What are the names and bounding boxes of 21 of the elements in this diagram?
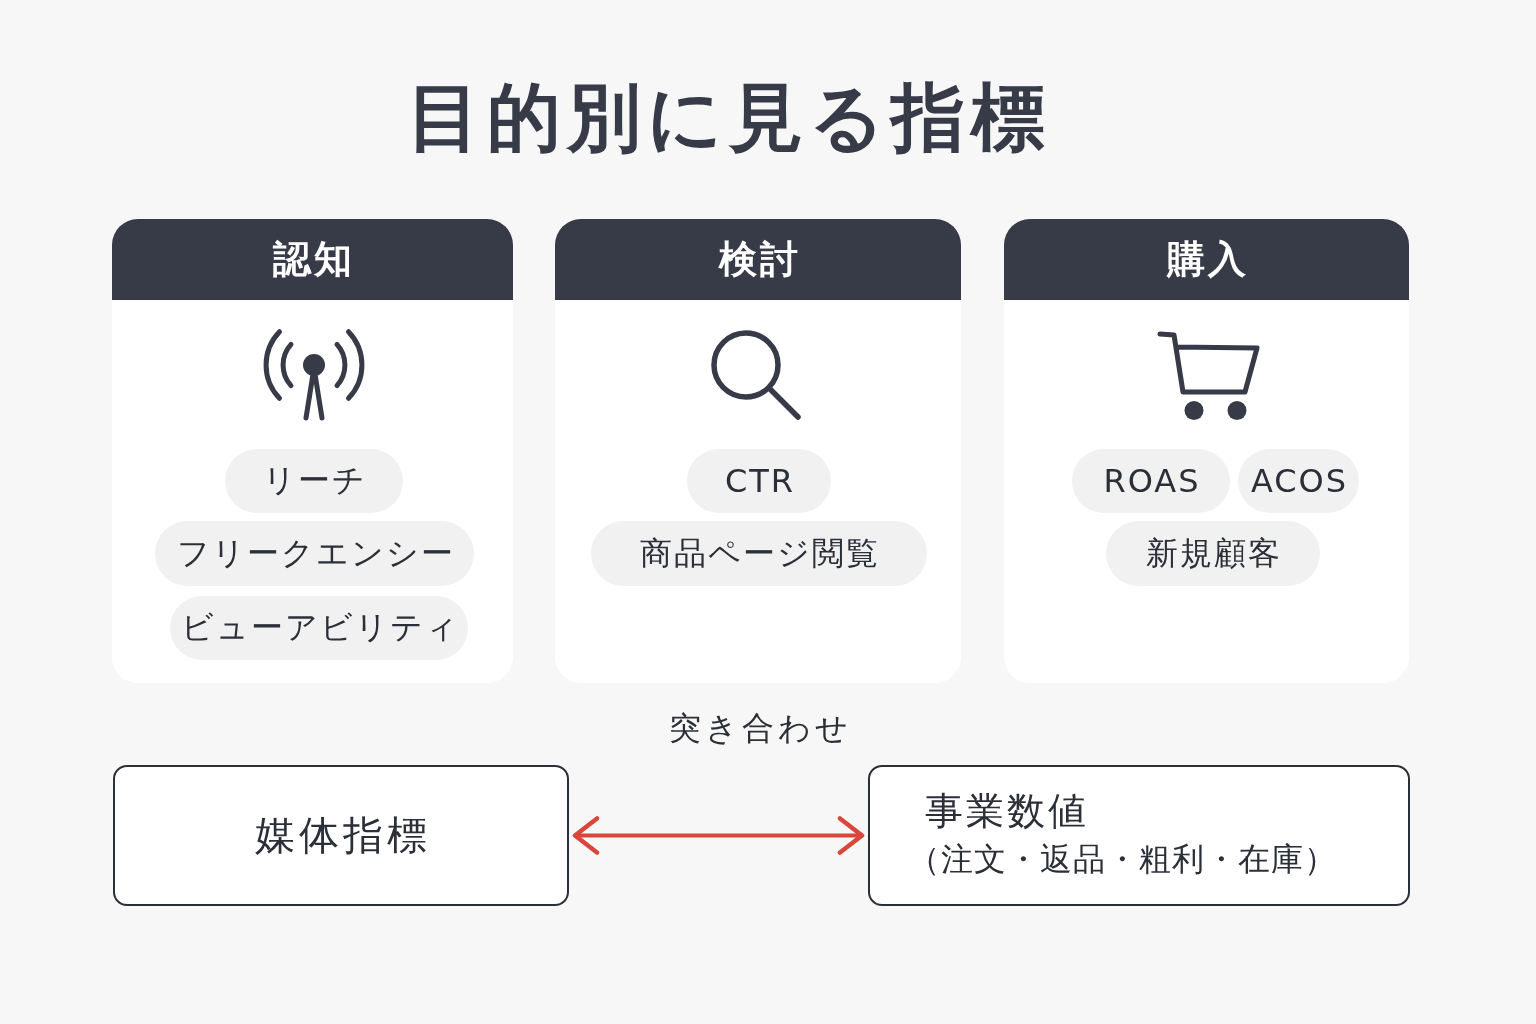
- metric-pill: ACOS: [1238, 449, 1359, 513]
- category-card: [112, 219, 513, 683]
- metric-pill: フリークエンシー: [155, 521, 474, 586]
- metric-pill: ビューアビリティ: [170, 596, 468, 660]
- box-heading: 事業数値: [925, 788, 1089, 834]
- category-card: [1004, 219, 1409, 683]
- category-card: [555, 219, 961, 683]
- card-header: 購入: [1004, 219, 1409, 300]
- card-header: 検討: [555, 219, 961, 300]
- double-arrow: [572, 816, 865, 855]
- metric-pill: 新規顧客: [1106, 521, 1320, 586]
- metric-box: [868, 765, 1410, 906]
- card-header: 認知: [112, 219, 513, 300]
- metric-pill: CTR: [687, 449, 831, 513]
- title: 目的別に見る指標: [407, 73, 1051, 162]
- metric-pill: 商品ページ閲覧: [591, 521, 927, 586]
- edge-label: 突き合わせ: [669, 708, 852, 748]
- metric-box: 媒体指標: [113, 765, 569, 906]
- metric-pill: ROAS: [1072, 449, 1230, 513]
- metric-pill: リーチ: [225, 449, 403, 513]
- box-subtext: （注文・返品・粗利・在庫）: [908, 839, 1337, 879]
